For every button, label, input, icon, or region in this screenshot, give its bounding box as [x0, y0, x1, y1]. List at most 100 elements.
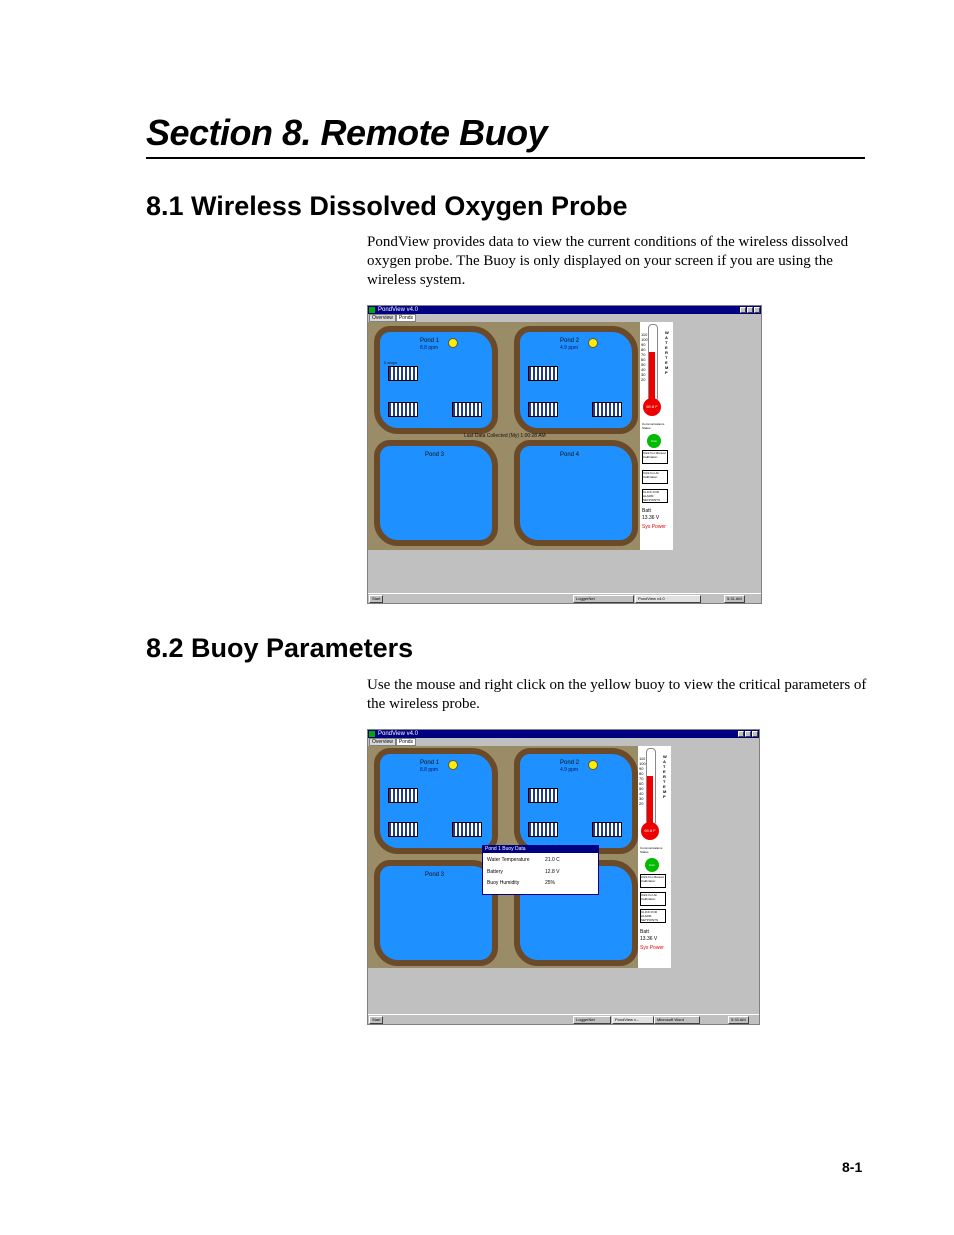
page-number: 8-1	[842, 1159, 863, 1175]
minimize-icon[interactable]	[738, 731, 744, 737]
alarm-setpoints-button[interactable]: CLICK FOR ALARM SETPOINTS	[642, 489, 668, 503]
batt-label: Batt	[640, 929, 649, 935]
aerator-icon[interactable]	[388, 366, 418, 381]
comm-status-label: Communications Status	[640, 846, 663, 854]
window-titlebar: PondView v4.0	[368, 730, 759, 738]
taskbar: Start LoggerNet PondView v... Microsoft …	[368, 1014, 759, 1024]
section-8-1-title: 8.1 Wireless Dissolved Oxygen Probe	[146, 191, 628, 221]
com-enabled-button[interactable]: Com Enabled	[647, 434, 661, 457]
app-icon	[369, 307, 375, 313]
section-8-2-title: 8.2 Buoy Parameters	[146, 633, 414, 663]
section-8-1-paragraph: PondView provides data to view the curre…	[367, 234, 849, 288]
pond-2[interactable]: Pond 2 4.9 ppm	[514, 748, 638, 854]
buoy-icon[interactable]	[588, 760, 598, 770]
aerator-icon[interactable]	[592, 822, 622, 837]
taskbar-item-pondview[interactable]: PondView v4.0	[635, 595, 701, 603]
tab-ponds[interactable]: Ponds	[395, 738, 417, 746]
batt-label: Batt	[642, 508, 651, 514]
air-calibration-button[interactable]: Click For Air Calibration	[642, 470, 668, 484]
taskbar-item-pondview[interactable]: PondView v...	[612, 1016, 654, 1024]
comm-status-label: Communications Status	[642, 422, 665, 430]
popup-value: 25%	[545, 880, 556, 886]
com-enabled-button[interactable]: Com Enabled	[645, 858, 659, 881]
window-title: PondView v4.0	[378, 307, 418, 313]
window-titlebar: PondView v4.0	[368, 306, 761, 314]
pond-4[interactable]: Pond 4	[514, 440, 638, 546]
temp-readout: 69.8 F	[643, 398, 661, 416]
pond-map: Pond 1 8.8 ppm 0 amps Pond 2 4.9 ppm Las…	[368, 322, 673, 550]
close-icon[interactable]	[752, 731, 758, 737]
manual-calibration-button[interactable]: Click For Manual Calibration	[640, 874, 666, 888]
pond-3-label: Pond 3	[425, 872, 445, 878]
alarm-setpoints-button[interactable]: CLICK FOR ALARM SETPOINTS	[640, 909, 666, 923]
aerator-icon[interactable]	[592, 402, 622, 417]
clock: 5:31 AM	[724, 595, 745, 603]
taskbar-item-loggernet[interactable]: LoggerNet	[573, 595, 634, 603]
popup-title: Pond 1 Buoy Data	[483, 846, 598, 853]
popup-label: Water Temperature	[487, 857, 530, 863]
app-icon	[369, 731, 375, 737]
air-calibration-button[interactable]: Click For Air Calibration	[640, 892, 666, 906]
thermometer-fill	[649, 352, 655, 400]
taskbar-item-word[interactable]: Microsoft Word	[654, 1016, 700, 1024]
aerator-icon[interactable]	[528, 822, 558, 837]
aerator-icon[interactable]	[388, 788, 418, 803]
aerator-icon[interactable]	[388, 822, 418, 837]
aerator-icon[interactable]	[528, 788, 558, 803]
pond-1[interactable]: Pond 1 8.8 ppm	[374, 748, 498, 854]
popup-value: 12.8 V	[545, 869, 560, 875]
taskbar: Start LoggerNet PondView v4.0 5:31 AM	[368, 593, 761, 603]
water-temp-label: WATER TEMP	[665, 330, 669, 375]
sys-power-label: Sys Power	[642, 524, 666, 530]
pond-3[interactable]: Pond 3	[374, 860, 498, 966]
pond-4-label: Pond 4	[560, 452, 580, 458]
buoy-data-popup: Pond 1 Buoy Data Water Temperature 21.0 …	[482, 845, 599, 895]
sys-power-label: Sys Power	[640, 945, 664, 951]
aerator-icon[interactable]	[388, 402, 418, 417]
maximize-icon[interactable]	[747, 307, 753, 313]
pond-1-label: Pond 1	[420, 760, 440, 766]
heading-rule	[146, 157, 865, 159]
pond-3[interactable]: Pond 3	[374, 440, 498, 546]
maximize-icon[interactable]	[745, 731, 751, 737]
pond-1-reading: 8.8 ppm	[420, 767, 439, 773]
pond-3-label: Pond 3	[425, 452, 445, 458]
popup-label: Battery	[487, 869, 503, 875]
buoy-icon[interactable]	[588, 338, 598, 348]
thermometer-fill	[647, 776, 653, 824]
close-icon[interactable]	[754, 307, 760, 313]
tab-overview[interactable]: Overview	[369, 314, 396, 322]
water-temp-label: WATER TEMP	[663, 754, 667, 799]
tab-overview[interactable]: Overview	[369, 738, 396, 746]
aerator-icon[interactable]	[528, 402, 558, 417]
pond-2-label: Pond 2	[560, 760, 580, 766]
batt-value: 13.36 V	[640, 936, 658, 942]
aerator-icon[interactable]	[452, 822, 482, 837]
pond-1[interactable]: Pond 1 8.8 ppm 0 amps	[374, 326, 498, 434]
start-button[interactable]: Start	[369, 1016, 384, 1024]
pond-1-reading: 8.8 ppm	[420, 345, 439, 351]
pond-2[interactable]: Pond 2 4.9 ppm	[514, 326, 638, 434]
pond-2-label: Pond 2	[560, 338, 580, 344]
buoy-icon[interactable]	[448, 338, 458, 348]
buoy-icon[interactable]	[448, 760, 458, 770]
amps-label: 0 amps	[384, 360, 398, 365]
start-button[interactable]: Start	[369, 595, 384, 603]
tab-ponds[interactable]: Ponds	[395, 314, 417, 322]
minimize-icon[interactable]	[740, 307, 746, 313]
aerator-icon[interactable]	[452, 402, 482, 417]
batt-value: 13.36 V	[642, 515, 660, 521]
manual-calibration-button[interactable]: Click For Manual Calibration	[642, 450, 668, 464]
temp-readout: 69.8 F	[641, 822, 659, 840]
popup-value: 21.0 C	[545, 857, 560, 863]
last-data-text: Last Data Collected (My) 1:00:28 AM	[464, 433, 546, 439]
aerator-icon[interactable]	[528, 366, 558, 381]
taskbar-item-loggernet[interactable]: LoggerNet	[573, 1016, 611, 1024]
pond-1-label: Pond 1	[420, 338, 440, 344]
window-title: PondView v4.0	[378, 731, 418, 737]
